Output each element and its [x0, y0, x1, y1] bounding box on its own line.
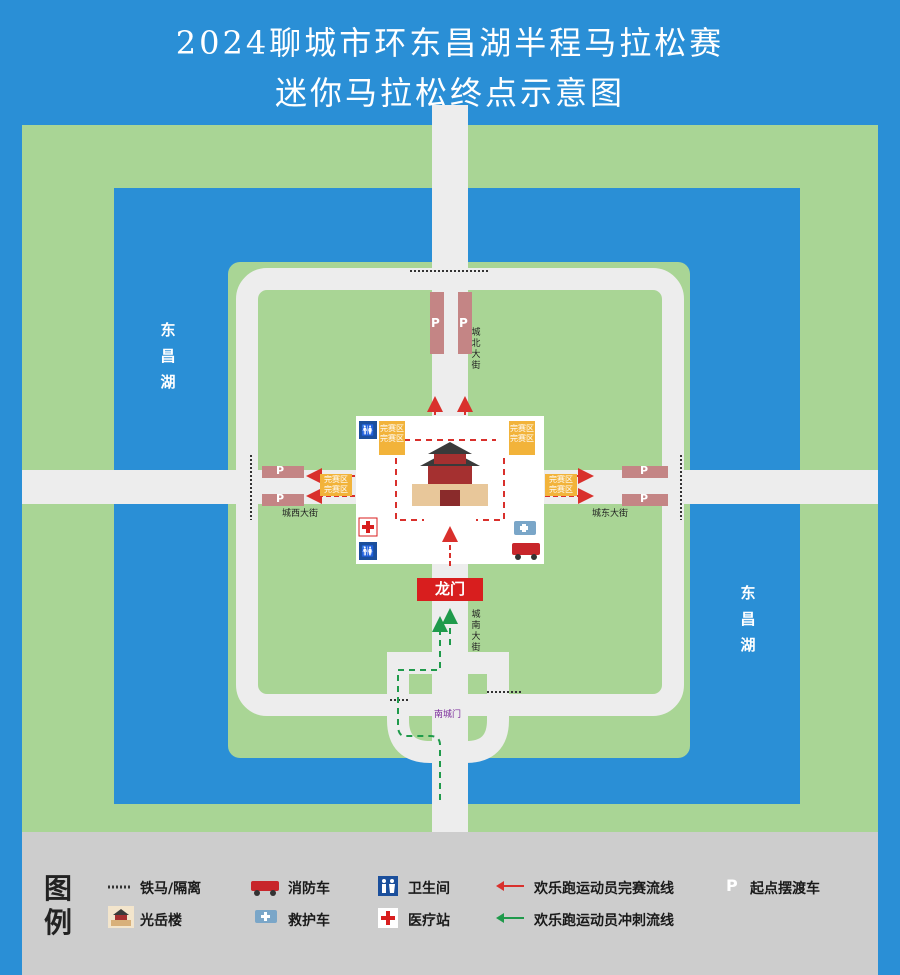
west-parking-strip-top: [262, 466, 304, 478]
east-parking-strip-top: [622, 466, 668, 478]
finish-zone-nw: 完赛区完赛区: [379, 421, 405, 455]
parking-marker-w2: P: [276, 492, 285, 505]
fire-truck-icon: [512, 543, 540, 560]
red-arrow-icon: [496, 881, 524, 891]
guangyue-tower-icon: [412, 442, 488, 506]
finish-zone-w: 完赛区完赛区: [320, 474, 352, 496]
restroom-icon: [378, 876, 398, 896]
legend-label-sprint-flow: 欢乐跑运动员冲刺流线: [534, 913, 674, 929]
green-arrow-icon: [496, 913, 524, 923]
parking-marker-n2: P: [459, 316, 468, 330]
street-label-east: 城东大街: [592, 509, 629, 519]
legend-title-2: 例: [44, 906, 73, 939]
south-road-segment: [432, 652, 468, 762]
fire-truck-icon: [251, 881, 279, 896]
finish-zone-ne: 完赛区完赛区: [509, 421, 535, 455]
dragon-gate-label: 龙门: [417, 578, 483, 601]
parking-icon: P: [726, 876, 738, 895]
ambulance-icon: [255, 910, 277, 923]
legend-label-restroom: 卫生间: [408, 881, 450, 897]
medical-cross-icon: [378, 908, 398, 928]
north-parking-strip-left: [430, 292, 444, 354]
restroom-icon-bottom: 🚻: [359, 542, 377, 560]
title-line-1: 2024聊城市环东昌湖半程马拉松赛: [175, 24, 725, 62]
legend-label-finish-flow: 欢乐跑运动员完赛流线: [534, 881, 674, 897]
parking-marker-w1: P: [276, 464, 285, 477]
medical-station-icon: [358, 517, 378, 537]
legend-label-parking: 起点摆渡车: [750, 881, 820, 897]
finish-flow-arrows: [306, 396, 594, 566]
barrier-icon: [108, 885, 132, 889]
ambulance-icon: [514, 521, 536, 535]
tower-icon: [108, 906, 134, 928]
legend-label-fire-truck: 消防车: [288, 881, 330, 897]
west-parking-strip-bottom: [262, 494, 304, 506]
parking-marker-n1: P: [431, 316, 440, 330]
east-parking-strip-bottom: [622, 494, 668, 506]
svg-text:🚻: 🚻: [361, 545, 375, 558]
legend-label-medical: 医疗站: [408, 913, 450, 929]
legend-panel: 图 例 铁马/隔离 消防车 卫生间 欢乐跑运动员完赛流线 P 起点摆渡车: [22, 832, 878, 975]
legend-label-tower: 光岳楼: [140, 913, 182, 929]
parking-marker-e1: P: [640, 464, 649, 477]
street-label-south: 城南大街: [471, 610, 481, 653]
legend-label-barrier: 铁马/隔离: [140, 881, 202, 897]
street-label-west: 城西大街: [282, 509, 319, 519]
sprint-flow-arrows: [397, 608, 458, 800]
lake-label-left: 东昌湖: [160, 321, 176, 391]
parking-marker-e2: P: [640, 492, 649, 505]
street-label-north: 城北大街: [471, 328, 481, 371]
lake-label-right: 东昌湖: [740, 584, 756, 654]
barrier-lines: [250, 270, 682, 701]
legend-label-ambulance: 救护车: [288, 913, 330, 929]
north-parking-strip-right: [458, 292, 472, 354]
svg-text:🚻: 🚻: [361, 424, 375, 437]
plaza-flow-guides: [395, 439, 505, 521]
restroom-icon-top: 🚻: [359, 421, 377, 439]
finish-zone-e: 完赛区完赛区: [545, 474, 577, 496]
legend-title-1: 图: [44, 872, 73, 905]
south-gate-label: 南城门: [434, 710, 462, 720]
